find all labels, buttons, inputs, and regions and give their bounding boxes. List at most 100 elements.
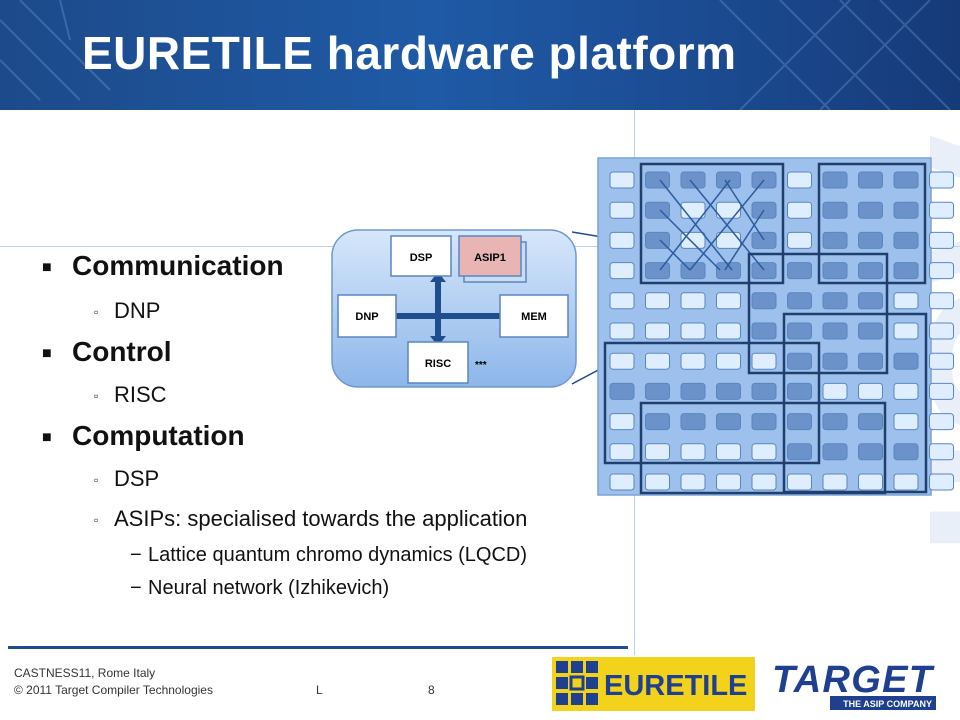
block-risc: RISC (407, 341, 469, 384)
mesh-node (858, 171, 883, 189)
mesh-node (893, 171, 919, 189)
mesh-node (716, 262, 741, 280)
mesh-node (893, 413, 919, 431)
mesh-node (929, 473, 954, 491)
mesh-node (787, 382, 812, 400)
mesh-node (609, 201, 635, 219)
sub-bullet-dsp: ▫DSP (94, 466, 160, 491)
mesh-node (787, 201, 812, 219)
mesh-node (680, 322, 706, 340)
mesh-node (893, 352, 919, 370)
mesh-node (751, 352, 777, 370)
mesh-node (893, 231, 919, 249)
mesh-node (787, 322, 812, 340)
mesh-node (645, 382, 670, 400)
mesh-node (609, 231, 635, 249)
mesh-node (929, 322, 954, 340)
mesh-node (858, 231, 883, 249)
mesh-node (716, 322, 741, 340)
mesh-node (787, 352, 812, 370)
footer-copyright: © 2011 Target Compiler Technologies (14, 683, 213, 697)
block-asip: ASIP1 (458, 235, 527, 283)
mesh-node (645, 322, 670, 340)
sub-bullet-asips: ▫ASIPs: specialised towards the applicat… (94, 506, 528, 531)
mesh-node (751, 382, 777, 400)
mesh-node (858, 413, 883, 431)
mesh-node (822, 413, 848, 431)
bullet-computation: ■Computation (42, 420, 245, 451)
mesh-node (929, 171, 954, 189)
ellipsis-label: *** (475, 360, 487, 371)
mesh-node (680, 171, 706, 189)
mesh-node (645, 413, 670, 431)
footer-rule (8, 646, 628, 649)
mesh-node (716, 413, 741, 431)
mesh-node (822, 443, 848, 461)
mesh-node (751, 443, 777, 461)
page-number: 8 (428, 683, 435, 697)
svg-text:EURETILE: EURETILE (604, 670, 747, 702)
slide-title: EURETILE hardware platform (82, 27, 737, 79)
mesh-node (893, 262, 919, 280)
mesh-node (858, 382, 883, 400)
mesh-node (751, 473, 777, 491)
mesh-node (645, 443, 670, 461)
mesh-node (822, 473, 848, 491)
mesh-node (929, 292, 954, 310)
mesh-node (751, 322, 777, 340)
sub-bullet-risc: ▫RISC (94, 382, 167, 407)
mesh-node (893, 382, 919, 400)
svg-text:ASIP1: ASIP1 (474, 252, 506, 264)
mesh-node-grid (609, 171, 954, 491)
footer-event: CASTNESS11, Rome Italy (14, 666, 156, 680)
bullet-communication: ■Communication (42, 250, 284, 281)
mesh-node (751, 413, 777, 431)
mesh-node (822, 231, 848, 249)
mesh-node (858, 292, 883, 310)
mesh-node (751, 292, 777, 310)
mesh-node (787, 171, 812, 189)
mesh-node (609, 443, 635, 461)
mesh-node (822, 171, 848, 189)
mesh-node (609, 262, 635, 280)
mesh-node (716, 292, 741, 310)
svg-text:DSP: DSP (410, 252, 433, 264)
mesh-node (929, 231, 954, 249)
mesh-node (893, 473, 919, 491)
mesh-node (858, 262, 883, 280)
mesh-node (822, 352, 848, 370)
mesh-node (822, 292, 848, 310)
mesh-node (929, 382, 954, 400)
mesh-node (787, 231, 812, 249)
mesh-node (716, 352, 741, 370)
mesh-node (858, 201, 883, 219)
mesh-node (680, 352, 706, 370)
mesh-node (893, 322, 919, 340)
title-banner: EURETILE hardware platform (0, 0, 960, 110)
mesh-node (680, 292, 706, 310)
mesh-node (680, 413, 706, 431)
mesh-node (787, 292, 812, 310)
mesh-node (822, 322, 848, 340)
mesh-node (929, 443, 954, 461)
mesh-node (858, 443, 883, 461)
mesh-node (787, 443, 812, 461)
euretile-logo: EURETILE (552, 657, 755, 711)
bullet-control: ■Control (42, 336, 172, 367)
mesh-node (716, 382, 741, 400)
mesh-node (609, 292, 635, 310)
footer-marker: L (316, 683, 323, 697)
mesh-node (716, 171, 741, 189)
svg-text:DNP: DNP (355, 311, 378, 323)
mesh-node (716, 231, 741, 249)
mesh-node (822, 201, 848, 219)
sub-bullet-dnp: ▫DNP (94, 298, 161, 323)
mesh-node (751, 262, 777, 280)
block-dsp: DSP (390, 235, 452, 277)
mesh-regions (603, 162, 928, 495)
mesh-node (680, 443, 706, 461)
svg-text:RISC: RISC (425, 358, 451, 370)
mesh-node (609, 413, 635, 431)
mesh-node (787, 473, 812, 491)
